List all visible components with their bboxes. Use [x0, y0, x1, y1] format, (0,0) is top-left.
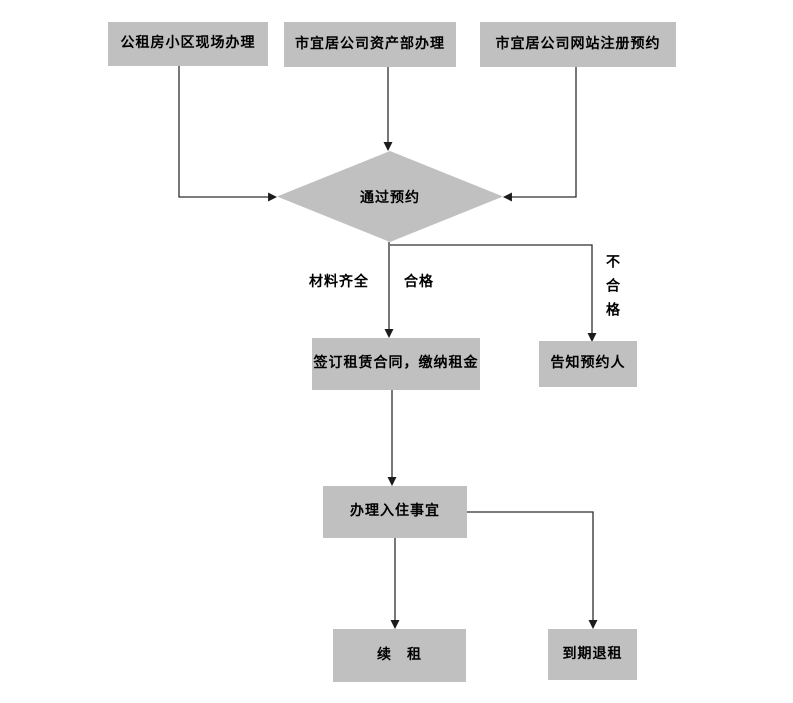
node-label: 续 租: [377, 646, 422, 663]
edge-label-qualified: 合格: [404, 274, 434, 290]
edge-label-materials-complete: 材料齐全: [309, 274, 369, 290]
node-label: 办理入住事宜: [350, 503, 440, 520]
node-label: 市宜居公司网站注册预约: [495, 35, 661, 52]
node-sign-contract: 签订租赁合同，缴纳租金: [312, 338, 480, 390]
node-expire-return: 到期退租: [548, 629, 637, 680]
node-label: 告知预约人: [550, 355, 626, 372]
node-label: 到期退租: [562, 645, 623, 662]
node-renew-lease: 续 租: [333, 629, 466, 682]
edge-movein-to-expire: [467, 511, 598, 630]
node-entry-assets: 市宜居公司资产部办理: [284, 22, 456, 67]
edge-label-not-qualified: 不合格: [604, 254, 620, 326]
node-entry-website: 市宜居公司网站注册预约: [480, 22, 676, 67]
node-label: 公租房小区现场办理: [120, 35, 256, 52]
node-label: 签订租赁合同，缴纳租金: [313, 355, 479, 372]
edge-website-to-decision: [502, 67, 577, 202]
node-notify-person: 告知预约人: [539, 341, 637, 387]
edge-onsite-to-decision: [178, 66, 278, 202]
node-entry-onsite: 公租房小区现场办理: [108, 22, 268, 66]
node-label: 市宜居公司资产部办理: [295, 35, 445, 52]
edge-decision-to-notify: [390, 244, 597, 343]
node-label: 通过预约: [360, 189, 420, 206]
node-move-in: 办理入住事宜: [323, 486, 467, 538]
